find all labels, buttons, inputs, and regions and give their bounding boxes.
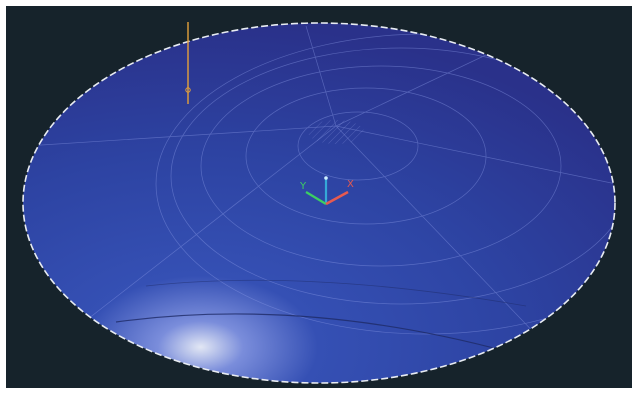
- scene-canvas[interactable]: Y X: [6, 6, 632, 388]
- axis-x-line: [325, 190, 349, 206]
- disc-rim: [22, 22, 616, 384]
- axis-x-label: X: [347, 179, 354, 190]
- pole-marker-icon[interactable]: [185, 22, 191, 104]
- axis-gizmo[interactable]: Y X: [299, 176, 354, 206]
- disc-surface[interactable]: [23, 23, 615, 383]
- axis-z-tip: [324, 176, 328, 180]
- axis-y-line: [305, 191, 327, 205]
- axis-y-label: Y: [299, 181, 307, 192]
- 3d-viewport[interactable]: Y X: [6, 6, 632, 388]
- disc-seam: [115, 313, 517, 355]
- center-hatch: [308, 120, 364, 144]
- disc-seam-2: [145, 279, 527, 307]
